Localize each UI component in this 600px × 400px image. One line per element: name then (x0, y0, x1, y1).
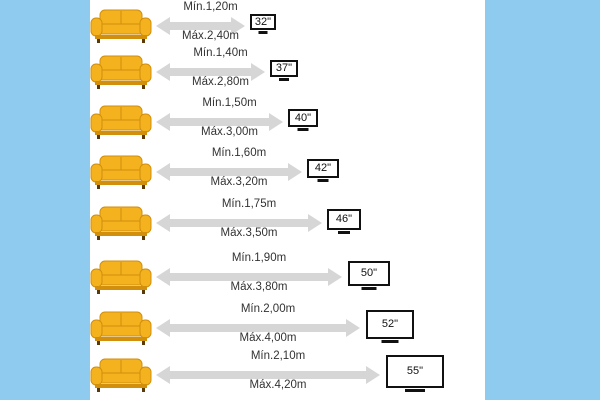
sofa-icon (90, 155, 152, 189)
tv-stand (405, 388, 425, 392)
television-icon: 37" (270, 59, 298, 82)
min-distance-label: Mín.1,40m (193, 47, 248, 59)
double-arrow-icon (156, 63, 265, 81)
double-arrow-icon (156, 17, 245, 35)
tv-size-label: 46" (335, 213, 353, 225)
min-distance-label: Mín.2,10m (250, 350, 306, 362)
tv-size-label: 42" (314, 162, 332, 174)
tv-stand (279, 77, 289, 81)
tv-size-label: 40" (294, 112, 312, 124)
min-distance-label: Mín.1,20m (183, 1, 238, 13)
tv-size-label: 52" (381, 318, 399, 330)
max-distance-label: Máx.3,00m (201, 126, 258, 138)
max-distance-label: Máx.2,40m (182, 30, 239, 42)
min-distance-label: Mín.1,90m (231, 252, 287, 264)
min-distance-label: Mín.2,00m (240, 303, 296, 315)
max-distance-label: Máx.3,20m (210, 176, 268, 188)
television-icon: 55" (386, 354, 444, 393)
double-arrow-icon (156, 163, 302, 181)
tv-stand (381, 339, 399, 343)
television-icon: 46" (327, 208, 361, 235)
tv-size-label: 32" (254, 16, 272, 28)
sofa-icon (90, 55, 152, 89)
sofa-icon (90, 105, 152, 139)
min-distance-label: Mín.1,75m (221, 198, 277, 210)
tv-stand (258, 31, 268, 34)
television-icon: 42" (307, 158, 339, 183)
sofa-icon (90, 260, 152, 294)
tv-size-label: 55" (406, 365, 424, 377)
max-distance-label: Máx.4,00m (239, 332, 297, 344)
tv-size-label: 37" (275, 62, 293, 74)
min-distance-label: Mín.1,60m (211, 147, 267, 159)
tv-size-label: 50" (360, 267, 378, 279)
tv-stand (361, 286, 377, 290)
sofa-icon (90, 9, 152, 43)
sofa-icon (90, 206, 152, 240)
sofa-icon (90, 358, 152, 392)
max-distance-label: Máx.2,80m (192, 76, 249, 88)
double-arrow-icon (156, 366, 380, 384)
max-distance-label: Máx.3,80m (230, 281, 288, 293)
min-distance-label: Mín.1,50m (202, 97, 257, 109)
double-arrow-icon (156, 113, 283, 131)
tv-stand (297, 128, 309, 131)
double-arrow-icon (156, 268, 342, 286)
tv-stand (317, 178, 329, 182)
double-arrow-icon (156, 319, 360, 337)
max-distance-label: Máx.3,50m (220, 227, 278, 239)
max-distance-label: Máx.4,20m (249, 379, 307, 391)
television-icon: 32" (250, 14, 276, 35)
tv-stand (338, 230, 350, 234)
television-icon: 52" (366, 309, 414, 344)
television-icon: 50" (348, 260, 390, 291)
sofa-icon (90, 311, 152, 345)
television-icon: 40" (288, 109, 318, 132)
double-arrow-icon (156, 214, 322, 232)
